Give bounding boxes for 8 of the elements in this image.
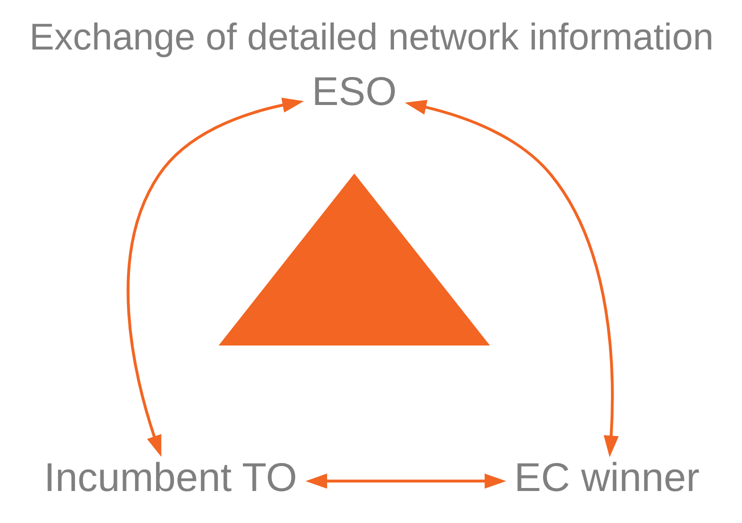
diagram-title: Exchange of detailed network information [28,16,714,58]
arrow [305,474,506,489]
arrow [404,100,618,458]
node-text: Incumbent TO [44,454,297,500]
node-text: EC winner [514,454,700,500]
arrow [126,98,304,457]
node-triangle [218,174,490,346]
node-text: ESO [311,68,396,114]
